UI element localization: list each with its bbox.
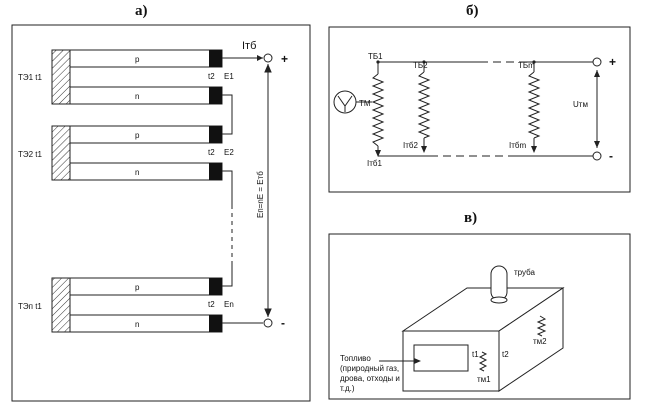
element-top-label-1: ТБ1 <box>368 52 383 61</box>
module-n: p n ТЭп t1 t2 En <box>18 277 234 333</box>
voltage-label: Uтм <box>573 100 588 109</box>
element-arrows <box>375 70 600 157</box>
fuel-label-3: дрова, отходы и <box>340 374 400 383</box>
module-label-1: ТЭ1 t1 <box>18 73 43 82</box>
module-1: p n ТЭ1 t1 t2 E1 <box>18 49 234 105</box>
terminal-minus-a <box>263 318 273 328</box>
panel-c-title: в) <box>464 210 477 226</box>
meter-label: ТМ <box>359 99 371 108</box>
element-bottom-label-m: Iтбm <box>509 141 526 150</box>
module-label-n: ТЭп t1 <box>18 302 42 311</box>
minus-label-b: - <box>609 149 613 163</box>
cold-junction-p-1 <box>209 50 222 67</box>
n-leg-1 <box>69 86 223 105</box>
element-bottom-label-2: Iтб2 <box>403 141 418 150</box>
emf-equation: Eп=nE = Eтб <box>256 171 265 218</box>
cold-junction-p-2 <box>209 126 222 143</box>
t2-label: t2 <box>502 350 509 359</box>
terminal-plus-a <box>263 53 273 63</box>
emf-label-2: E2 <box>224 148 234 157</box>
module-2: p n ТЭ2 t1 t2 E2 <box>18 125 234 181</box>
element-top-label-m: ТБm <box>518 61 535 70</box>
emf-label-1: E1 <box>224 72 234 81</box>
panel-b-frame <box>328 26 631 193</box>
terminal-plus-b <box>592 57 602 67</box>
chimney <box>490 265 508 304</box>
junction-dots <box>376 60 536 64</box>
panel-c-frame <box>328 233 631 400</box>
t2-label-2: t2 <box>208 148 215 157</box>
hot-wall-1 <box>51 49 71 105</box>
module-label-2: ТЭ2 t1 <box>18 150 43 159</box>
cold-junction-n-2 <box>209 163 222 180</box>
terminal-minus-b <box>592 151 602 161</box>
t1-label: t1 <box>472 350 479 359</box>
thermo-element-tm1 <box>478 351 488 372</box>
element-bottom-label-1: Iтб1 <box>367 159 382 168</box>
p-leg-2 <box>69 125 223 144</box>
firebox-opening <box>413 344 469 372</box>
current-arrow <box>257 55 263 61</box>
cold-junction-n-n <box>209 315 222 332</box>
plus-label-a: + <box>281 52 288 66</box>
thermo-elements <box>371 71 541 147</box>
chimney-label: труба <box>514 268 536 277</box>
cold-junction-n-1 <box>209 87 222 104</box>
battery-wiring <box>352 61 598 157</box>
p-leg-1 <box>69 49 223 68</box>
thermo-element-tm2 <box>536 315 547 337</box>
t2-label-1: t2 <box>208 72 215 81</box>
element-top-label-2: ТБ2 <box>413 61 428 70</box>
current-label: Iтб <box>242 40 256 52</box>
panel-a-frame <box>11 24 311 402</box>
fuel-label-1: Топливо <box>340 354 371 363</box>
n-label-1: n <box>135 92 139 101</box>
p-label-2: p <box>135 131 140 140</box>
panel-b-title: б) <box>466 3 479 19</box>
t2-label-n: t2 <box>208 300 215 309</box>
panel-a-title: а) <box>135 3 148 19</box>
hot-wall-n <box>51 277 71 333</box>
thermometer-icon <box>333 90 357 114</box>
n-label-n: n <box>135 320 139 329</box>
p-label-n: p <box>135 283 140 292</box>
fuel-label-4: т.д.) <box>340 384 355 393</box>
minus-label-a: - <box>281 316 285 330</box>
series-wiring <box>222 57 269 324</box>
emf-label-n: En <box>224 300 234 309</box>
n-label-2: n <box>135 168 139 177</box>
hot-wall-2 <box>51 125 71 181</box>
fuel-label-2: (природный газ, <box>340 364 399 373</box>
n-leg-2 <box>69 162 223 181</box>
plus-label-b: + <box>609 55 616 69</box>
voltage-arrows <box>264 63 272 318</box>
n-leg-n <box>69 314 223 333</box>
fuel-pointer-arrow <box>414 358 421 364</box>
p-label-1: p <box>135 55 140 64</box>
tm2-label: тм2 <box>533 337 547 346</box>
p-leg-n <box>69 277 223 296</box>
tm1-label: тм1 <box>477 375 491 384</box>
cold-junction-p-n <box>209 278 222 295</box>
